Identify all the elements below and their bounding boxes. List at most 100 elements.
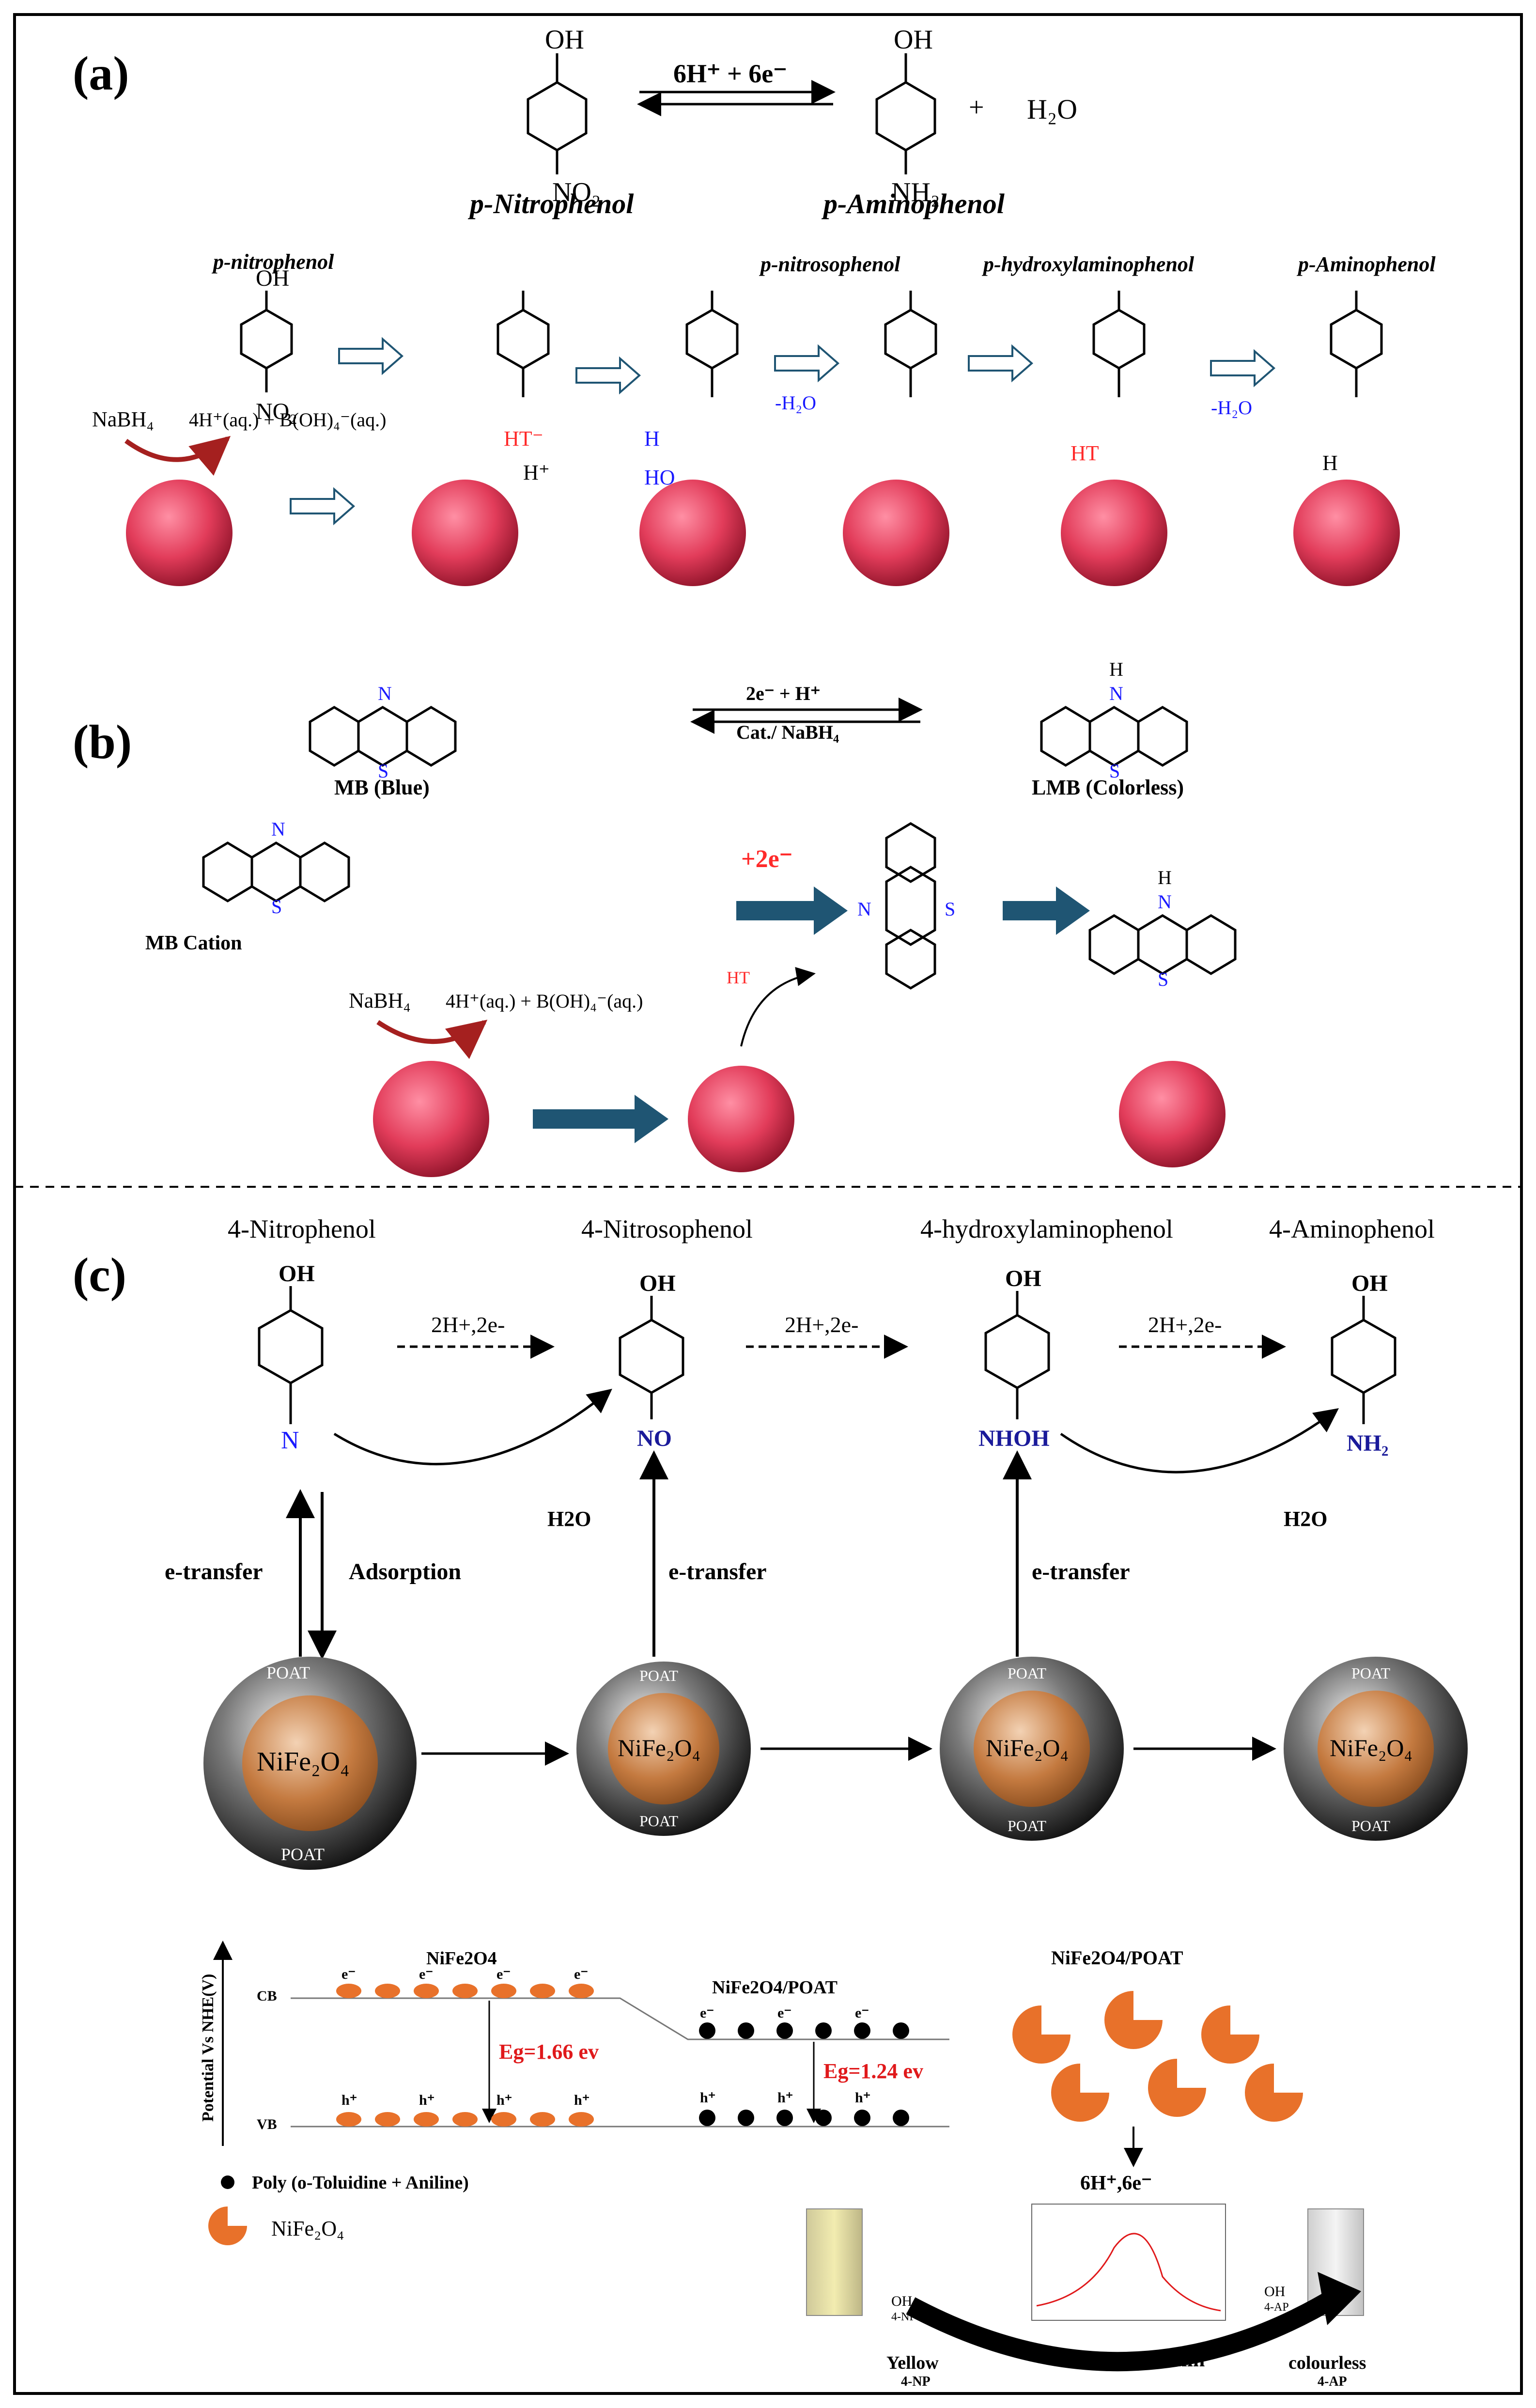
h2o-loss-label: -H₂O <box>1211 397 1252 419</box>
figure-frame <box>13 13 1523 2395</box>
core-shell-3: POAT NiFe₂O₄ POAT <box>940 1657 1124 1841</box>
no2-label: NO₂ <box>552 177 601 207</box>
oh-label: OH <box>279 1261 315 1287</box>
byproduct-label: 4H⁺(aq.) + B(OH)₄⁻(aq.) <box>189 409 387 431</box>
e-transfer-label-3: e-transfer <box>1032 1559 1130 1585</box>
inset-reagent: 6H⁺,6e⁻ <box>1080 2172 1152 2194</box>
panel-a: OH NO₂ p-Nitrophenol 6H⁺ + 6e⁻ OH NH₂ p-… <box>92 25 1436 586</box>
legend-dot-label: Poly (o-Toluidine + Aniline) <box>252 2173 469 2193</box>
lmb-label: LMB (Colorless) <box>1032 776 1184 799</box>
intermediate-molecule: N S <box>857 822 955 990</box>
mol-a-5: HT <box>1071 291 1146 465</box>
mol-right-code: 4-AP <box>1264 2301 1289 2314</box>
s-label: S <box>1158 968 1168 990</box>
pacman-particles <box>1012 1991 1303 2122</box>
oh-label: OH <box>1351 1271 1388 1296</box>
shell-label: POAT <box>639 1812 678 1830</box>
inset-time: 60min <box>1148 2347 1205 2371</box>
n-label: N <box>1158 891 1172 913</box>
h-label: H <box>1109 658 1123 680</box>
core-label: NiFe₂O₄ <box>1330 1734 1412 1761</box>
e-transfer-label-1: e-transfer <box>165 1559 263 1585</box>
left-code-label: 4-NP <box>901 2374 931 2389</box>
eq-water: H₂O <box>1027 93 1077 125</box>
svg-text:e⁻: e⁻ <box>700 2005 714 2021</box>
mb-cation-molecule: N S <box>202 818 350 917</box>
panel-b: N S MB (Blue) 2e⁻ + H⁺ Cat./ NaBH₄ N H S… <box>145 658 1237 1177</box>
n-label: N <box>281 1427 299 1454</box>
c-mol-3: OH NHOH <box>978 1266 1050 1451</box>
c-mol-4: OH NH₂ <box>1331 1271 1396 1456</box>
legend-pacman-icon <box>208 2206 247 2245</box>
spectrum-line <box>1036 2233 1221 2312</box>
vb-holes-right <box>699 2110 909 2126</box>
oh-label: OH <box>545 25 584 55</box>
eq-arrow-label: 6H⁺ + 6e⁻ <box>673 59 787 88</box>
nabh4-arrow <box>124 435 231 476</box>
h2o-loss-label: -H₂O <box>775 392 816 414</box>
s-label: S <box>1109 760 1120 782</box>
cu-sphere <box>688 1066 794 1172</box>
cb-electrons-right <box>699 2022 909 2039</box>
nh2-label: NH₂ <box>891 177 940 207</box>
h2o-label-1: H2O <box>547 1507 591 1531</box>
oh-label: OH <box>639 1271 676 1296</box>
svg-text:h⁺: h⁺ <box>341 2092 357 2108</box>
right-code-label: 4-AP <box>1318 2374 1347 2389</box>
cb-label: CB <box>257 1988 277 2004</box>
right-color-label: colourless <box>1288 2353 1366 2373</box>
eq-label-right: p-Aminophenol <box>821 188 1005 219</box>
svg-text:h⁺: h⁺ <box>855 2090 871 2106</box>
mol-a-6: H <box>1322 291 1383 475</box>
cu-sphere <box>843 480 949 586</box>
eq-plus: + <box>969 93 984 123</box>
no-label: NO <box>637 1426 672 1451</box>
c-title-1: 4-Nitrophenol <box>228 1214 376 1243</box>
shell-label: POAT <box>1008 1817 1046 1834</box>
cu-sphere <box>412 480 518 586</box>
eq-right-molecule: OH NH₂ <box>875 25 940 207</box>
ht-label: HT⁻ <box>504 427 543 451</box>
e-labels: e⁻e⁻e⁻e⁻ e⁻e⁻e⁻ h⁺h⁺h⁺h⁺ h⁺h⁺h⁺ <box>341 1966 871 2108</box>
eg-left: Eg=1.66 ev <box>499 2040 599 2064</box>
oh-label: OH <box>894 25 933 55</box>
eq-label-left: p-Nitrophenol <box>467 188 634 219</box>
svg-text:h⁺: h⁺ <box>496 2092 512 2108</box>
core-shell-2: POAT NiFe₂O₄ POAT <box>576 1662 751 1836</box>
mol-right-oh: OH <box>1264 2284 1285 2299</box>
left-title: NiFe2O4 <box>426 1948 497 1969</box>
c-title-2: 4-Nitrosophenol <box>581 1214 753 1243</box>
shell-label: POAT <box>1008 1664 1046 1682</box>
panel-c: 4-Nitrophenol 4-Nitrosophenol 4-hydroxyl… <box>165 1214 1468 2389</box>
svg-text:e⁻: e⁻ <box>341 1966 356 1982</box>
big-curve-arrowhead <box>1318 2272 1361 2325</box>
cu-sphere <box>639 480 746 586</box>
mb-cation-label: MB Cation <box>145 932 242 954</box>
svg-text:h⁺: h⁺ <box>700 2090 716 2106</box>
mol-a-2: HT⁻ H⁺ <box>496 291 550 484</box>
shell-label: POAT <box>266 1663 310 1682</box>
teal-arrow-1 <box>736 886 848 935</box>
mb-molecule: N S <box>309 683 457 782</box>
panel-label-c: (c) <box>73 1248 126 1302</box>
curve-arrow-1 <box>333 1388 612 1465</box>
cb-line <box>291 1997 949 2040</box>
core-shell-1: POAT NiFe₂O₄ POAT <box>203 1657 417 1870</box>
byproduct-label: 4H⁺(aq.) + B(OH)₄⁻(aq.) <box>446 990 643 1012</box>
ht-arrow <box>740 967 816 1047</box>
c-mol-1: OH N <box>258 1261 324 1454</box>
oh-label: OH <box>1005 1266 1041 1291</box>
step-title-3: p-hydroxylaminophenol <box>981 252 1195 276</box>
vial-4np <box>806 2208 863 2316</box>
mb-label: MB (Blue) <box>334 776 430 799</box>
core-label: NiFe₂O₄ <box>986 1734 1069 1761</box>
core-shell-4: POAT NiFe₂O₄ POAT <box>1284 1657 1468 1841</box>
shell-label: POAT <box>1351 1664 1390 1682</box>
panel-label-a: (a) <box>73 47 129 100</box>
svg-text:h⁺: h⁺ <box>419 2092 435 2108</box>
band-diagram: Potential Vs NHE(V) CB VB NiFe2O4 NiFe2O… <box>199 1941 949 2245</box>
nabh4-label: NaBH₄ <box>349 989 411 1012</box>
step-label-2: 2H+,2e- <box>785 1312 858 1337</box>
shell-label: POAT <box>639 1667 678 1684</box>
